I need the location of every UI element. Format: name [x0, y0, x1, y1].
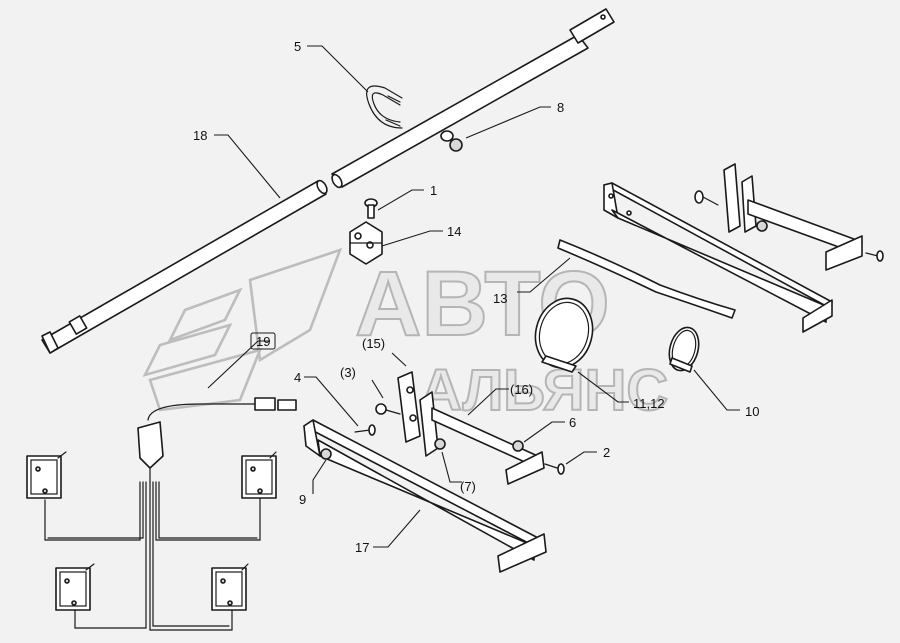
part-3-bolt	[375, 403, 401, 415]
part-2-bolt	[544, 463, 565, 475]
lamp-front-left	[26, 451, 67, 499]
lamp-rear-left	[55, 563, 95, 611]
part-17-bar	[303, 419, 547, 573]
callout-16: (16)	[510, 382, 533, 397]
part-19-connector	[147, 397, 297, 421]
leader-lines	[207, 45, 740, 548]
lamp-front-right	[241, 451, 277, 499]
part-15-bracket	[397, 371, 421, 443]
callout-4: 4	[294, 370, 301, 385]
watermark-logo: АВТО АЛЬЯНС	[142, 247, 669, 424]
part-1-bolt	[364, 198, 378, 219]
part-8-nut-washer	[440, 130, 463, 152]
part-18-tube	[41, 179, 328, 354]
callout-15: (15)	[362, 336, 385, 351]
callout-2: 2	[603, 445, 610, 460]
part-14-clamp	[349, 221, 383, 265]
part-frame-long-right	[603, 182, 833, 333]
callout-1: 1	[430, 183, 437, 198]
callout-14: 14	[447, 224, 461, 239]
callout-6: 6	[569, 415, 576, 430]
part-10-small-clamp	[668, 326, 700, 373]
callout-13: 13	[493, 291, 507, 306]
part-upper-tube	[331, 8, 615, 189]
callout-labels: 5 8 18 1 14 13 19 (15) (3) (16) 4 6 2 (7…	[193, 39, 759, 555]
part-11-12-large-clamp	[534, 297, 594, 373]
wiring-harness	[44, 481, 261, 631]
callout-8: 8	[557, 100, 564, 115]
part-16-bracket	[419, 391, 545, 485]
lamp-rear-right	[211, 563, 249, 611]
junction-box	[137, 421, 164, 483]
callout-3: (3)	[340, 365, 356, 380]
callout-5: 5	[294, 39, 301, 54]
part-6-nut	[512, 440, 524, 452]
callout-11-12: 11,12	[633, 396, 665, 411]
part-13-rod	[557, 239, 736, 319]
watermark-text-2: АЛЬЯНС	[420, 358, 668, 423]
callout-7: (7)	[460, 479, 476, 494]
callout-17: 17	[355, 540, 369, 555]
part-4-bolt	[354, 424, 376, 436]
callout-19-box	[250, 332, 276, 350]
callout-10: 10	[745, 404, 759, 419]
part-5-u-bolt	[366, 85, 403, 129]
callout-18: 18	[193, 128, 207, 143]
callout-9: 9	[299, 492, 306, 507]
callout-19: 19	[256, 334, 270, 349]
part-frame-short-right	[694, 163, 884, 271]
